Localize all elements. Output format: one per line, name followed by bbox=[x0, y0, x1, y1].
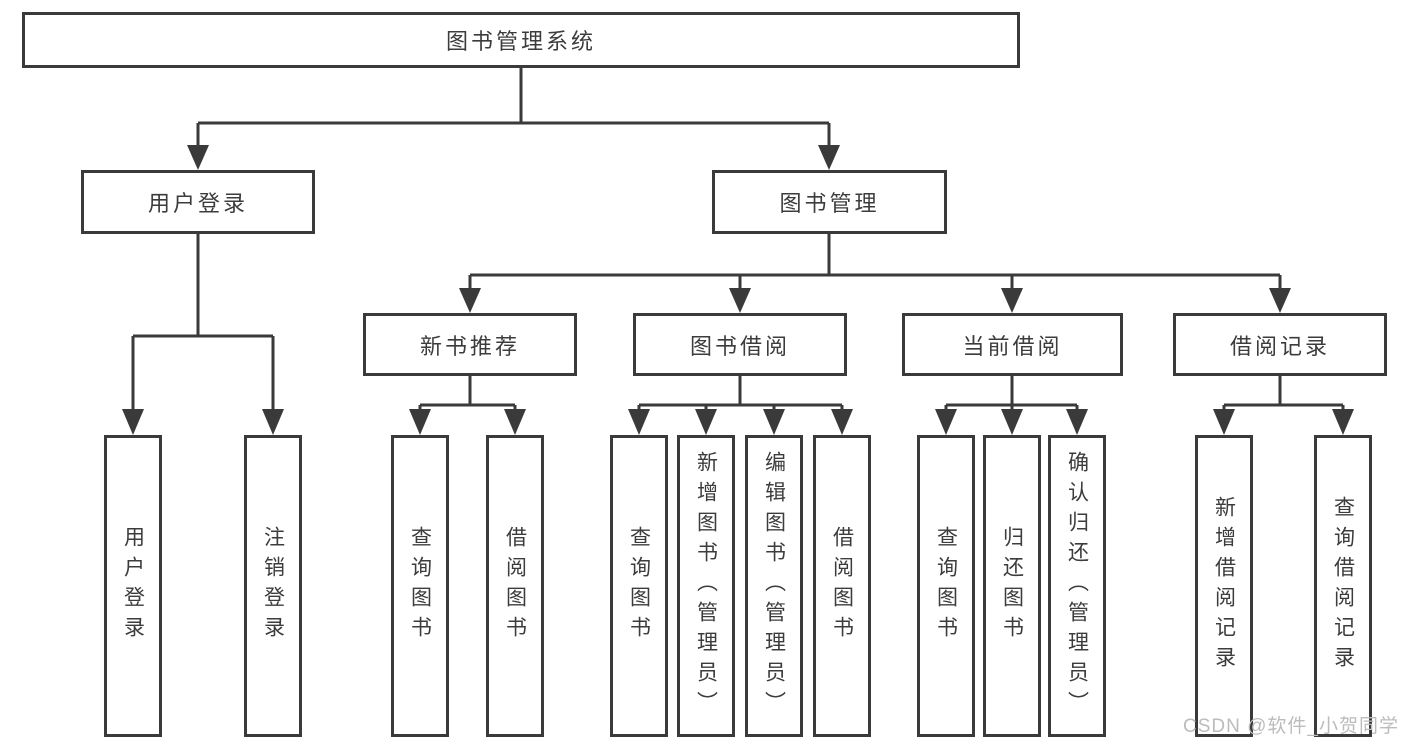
csdn-watermark: CSDN @软件_小贺同学 bbox=[1183, 716, 1399, 737]
node-logout-leaf: 注销登录 bbox=[244, 435, 302, 737]
node-confirm-return-admin: 确认归还（管理员） bbox=[1048, 435, 1106, 737]
arrowheads-level1 bbox=[187, 145, 840, 170]
node-current-borrowing: 当前借阅 bbox=[902, 313, 1123, 376]
connector-root-to-level1 bbox=[196, 67, 831, 150]
node-borrow-books-borrowing: 借阅图书 bbox=[813, 435, 871, 737]
connector-userlogin-group bbox=[131, 234, 275, 414]
node-add-borrow-record: 新增借阅记录 bbox=[1195, 435, 1253, 737]
node-borrow-books-recommend: 借阅图书 bbox=[486, 435, 544, 737]
node-edit-books-admin: 编辑图书（管理员） bbox=[745, 435, 803, 737]
node-query-books-borrowing: 查询图书 bbox=[610, 435, 668, 737]
node-return-books: 归还图书 bbox=[983, 435, 1041, 737]
connector-records-group bbox=[1222, 376, 1345, 414]
node-root: 图书管理系统 bbox=[22, 12, 1020, 68]
arrowheads-recommend-group bbox=[409, 409, 526, 435]
node-query-books-current: 查询图书 bbox=[917, 435, 975, 737]
arrowheads-borrowing-group bbox=[628, 409, 853, 435]
node-borrowing-records: 借阅记录 bbox=[1173, 313, 1387, 376]
arrowheads-level2 bbox=[459, 288, 1291, 313]
connector-current-group bbox=[944, 376, 1079, 414]
node-query-books-recommend: 查询图书 bbox=[391, 435, 449, 737]
arrowheads-current-group bbox=[935, 409, 1088, 435]
node-user-login: 用户登录 bbox=[81, 170, 315, 234]
connector-borrowing-group bbox=[637, 376, 844, 414]
arrowheads-records-group bbox=[1213, 409, 1354, 435]
node-query-borrow-record: 查询借阅记录 bbox=[1314, 435, 1372, 737]
node-new-book-recommend: 新书推荐 bbox=[363, 313, 577, 376]
node-book-management: 图书管理 bbox=[712, 170, 947, 234]
node-user-login-leaf: 用户登录 bbox=[104, 435, 162, 737]
arrowheads-userlogin-group bbox=[122, 409, 284, 435]
node-book-borrowing: 图书借阅 bbox=[633, 313, 847, 376]
connector-recommend-group bbox=[418, 376, 517, 414]
connector-bookmgmt-to-level2 bbox=[468, 234, 1282, 295]
node-add-books-admin: 新增图书（管理员） bbox=[677, 435, 735, 737]
